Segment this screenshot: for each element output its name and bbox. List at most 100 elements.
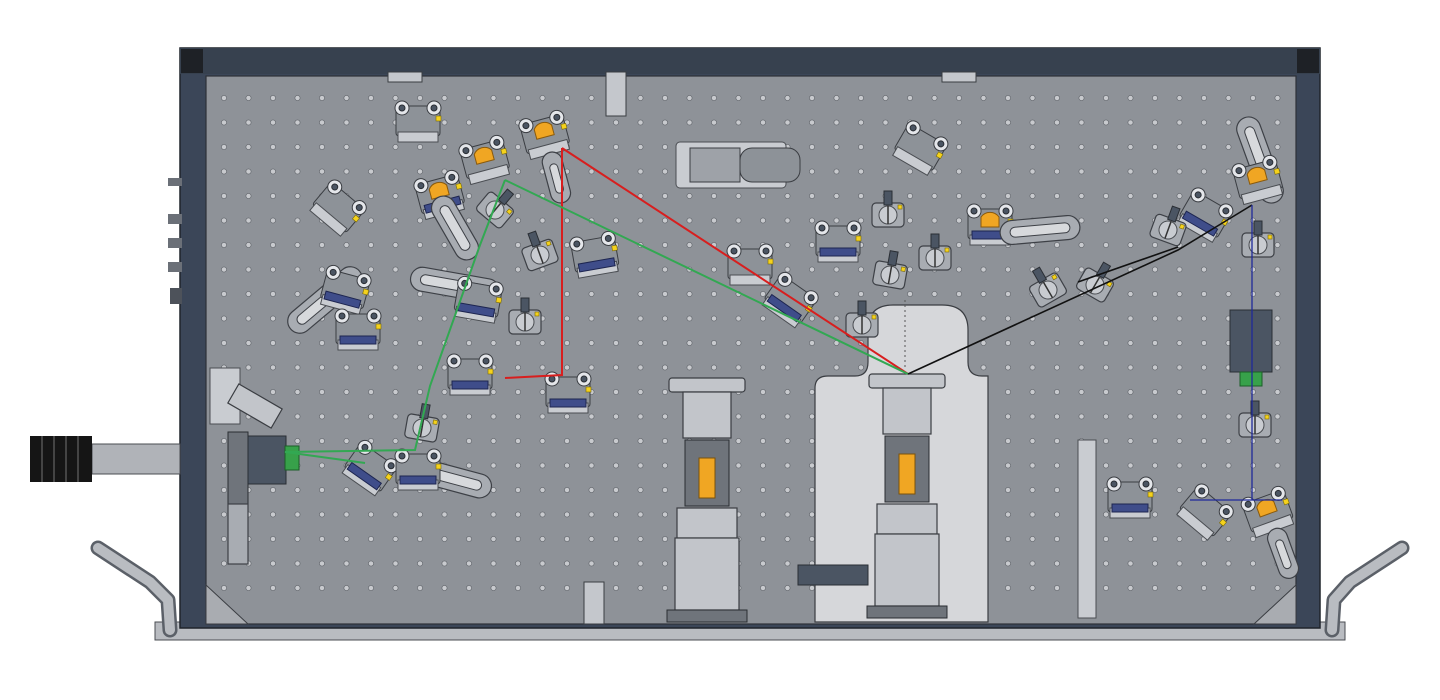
breadboard-hole <box>1152 585 1158 591</box>
breadboard-hole <box>270 217 276 224</box>
breadboard-hole <box>319 560 325 567</box>
breadboard-hole <box>980 315 987 322</box>
frame-corner-tl <box>181 49 203 73</box>
breadboard-hole <box>294 193 301 199</box>
breadboard-hole <box>613 536 619 542</box>
breadboard-hole <box>613 144 619 150</box>
frame-corner-tr <box>1297 49 1319 73</box>
breadboard-hole <box>1201 389 1207 395</box>
breadboard-hole <box>1005 536 1011 542</box>
breadboard-hole <box>1176 266 1183 273</box>
breadboard-hole <box>1225 560 1232 567</box>
breadboard-hole <box>662 536 668 542</box>
breadboard-hole <box>1201 242 1207 248</box>
breadboard-hole <box>833 119 840 126</box>
breadboard-hole <box>907 193 913 199</box>
breadboard-hole <box>588 364 595 371</box>
breadboard-hole <box>368 95 374 101</box>
breadboard-hole <box>270 487 276 493</box>
breadboard-hole <box>1029 95 1036 101</box>
breadboard-hole <box>1054 119 1060 126</box>
breadboard-hole <box>1225 168 1232 175</box>
mirror-mount-14 <box>814 220 862 263</box>
breadboard-hole <box>466 438 472 444</box>
breadboard-hole <box>613 193 619 199</box>
breadboard-hole <box>588 291 595 297</box>
breadboard-hole <box>515 168 521 175</box>
breadboard-hole <box>515 585 521 591</box>
breadboard-hole <box>1005 511 1011 518</box>
breadboard-hole <box>319 144 325 150</box>
breadboard-hole <box>319 119 325 126</box>
breadboard-hole <box>809 193 815 199</box>
breadboard-hole <box>662 266 668 273</box>
breadboard-hole <box>809 266 815 273</box>
breadboard-hole <box>368 242 374 248</box>
breadboard-hole <box>490 242 497 248</box>
breadboard-hole <box>931 168 938 175</box>
breadboard-hole <box>956 217 962 224</box>
breadboard-hole <box>319 536 325 542</box>
breadboard-hole <box>1054 168 1060 175</box>
post-mount-1 <box>476 188 515 229</box>
breadboard-hole <box>1274 364 1281 371</box>
breadboard-hole <box>1152 193 1158 199</box>
breadboard-hole <box>392 364 399 371</box>
breadboard-hole <box>319 487 325 493</box>
breadboard-hole <box>1152 413 1158 420</box>
breadboard-hole <box>980 144 987 150</box>
breadboard-hole <box>858 95 864 101</box>
breadboard-hole <box>319 462 325 469</box>
top-clamp-2 <box>941 71 977 83</box>
breadboard-hole <box>735 438 742 444</box>
breadboard-hole <box>490 95 497 101</box>
breadboard-hole <box>980 95 987 101</box>
breadboard-hole <box>343 364 350 371</box>
breadboard-hole <box>270 119 276 126</box>
breadboard-hole <box>417 242 423 248</box>
post-mount-5 <box>845 300 879 338</box>
breadboard-hole <box>809 487 815 493</box>
post-mount-11 <box>1149 205 1187 247</box>
breadboard-hole <box>515 242 521 248</box>
breadboard-hole <box>1274 462 1281 469</box>
breadboard-hole <box>294 119 301 126</box>
breadboard-hole <box>466 217 472 224</box>
breadboard-hole <box>392 438 399 444</box>
breadboard-hole <box>1274 266 1281 273</box>
breadboard-hole <box>1029 168 1036 175</box>
breadboard-hole <box>1005 462 1011 469</box>
breadboard-hole <box>245 291 252 297</box>
breadboard-hole <box>1201 413 1207 420</box>
breadboard-hole <box>613 291 619 297</box>
breadboard-hole <box>735 315 742 322</box>
breadboard-hole <box>1078 217 1085 224</box>
breadboard-hole <box>466 585 472 591</box>
breadboard-hole <box>858 266 864 273</box>
breadboard-hole <box>245 315 252 322</box>
breadboard-hole <box>1127 168 1134 175</box>
breadboard-hole <box>1250 266 1256 273</box>
breadboard-hole <box>392 389 399 395</box>
breadboard-hole <box>1103 438 1109 444</box>
breadboard-hole <box>858 193 864 199</box>
breadboard-hole <box>1078 413 1085 420</box>
breadboard-hole <box>1201 95 1207 101</box>
breadboard-hole <box>711 193 717 199</box>
breadboard-hole <box>1005 315 1011 322</box>
breadboard-hole <box>907 168 913 175</box>
breadboard-hole <box>245 266 252 273</box>
mirror-mount-16 <box>1231 154 1284 206</box>
mirror-mount-5 <box>518 109 572 204</box>
breadboard-hole <box>1005 168 1011 175</box>
beam-red-diagonal <box>561 147 909 375</box>
breadboard-hole <box>515 340 521 346</box>
breadboard-hole <box>858 291 864 297</box>
breadboard-hole <box>1029 413 1036 420</box>
breadboard-hole <box>441 413 448 420</box>
breadboard-hole <box>294 168 301 175</box>
breadboard-hole <box>1078 242 1085 248</box>
breadboard-hole <box>1274 340 1281 346</box>
breadboard-hole <box>588 340 595 346</box>
top-bracket <box>605 71 627 117</box>
